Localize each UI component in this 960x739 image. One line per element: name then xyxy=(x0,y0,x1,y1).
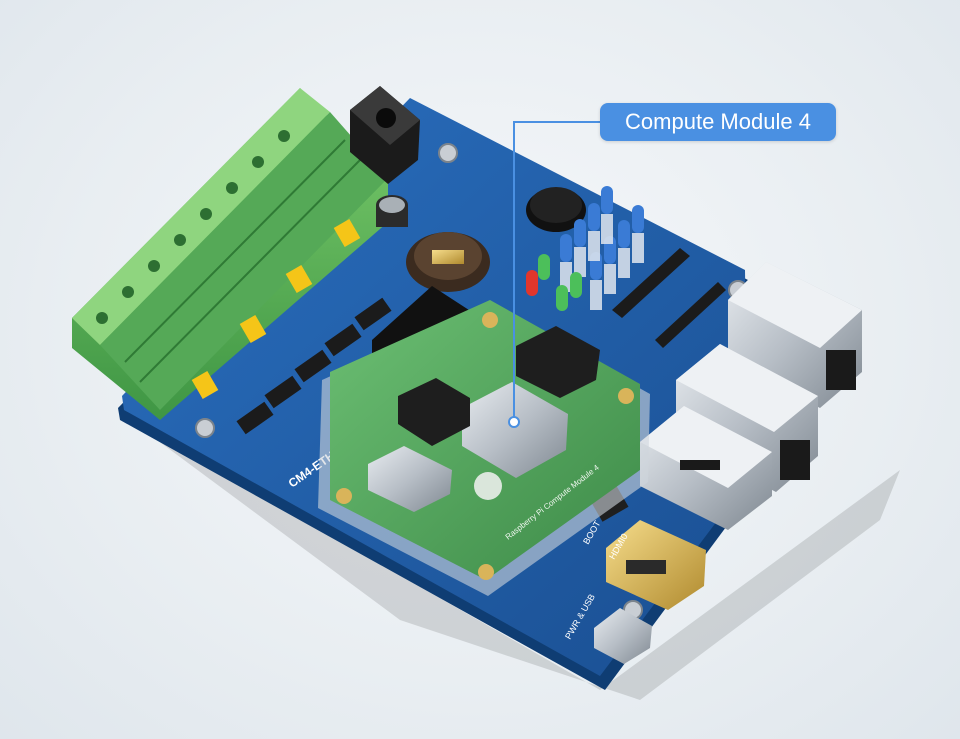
usb-c-port xyxy=(594,608,652,664)
ethernet-ports xyxy=(676,262,862,492)
termination-jumpers xyxy=(191,218,361,400)
raspberry-logo xyxy=(474,472,502,500)
callout-label: Compute Module 4 xyxy=(600,103,836,141)
soc-heat-spreader xyxy=(462,382,568,478)
usb-ports xyxy=(640,406,772,530)
emmc-chip xyxy=(398,378,470,446)
electrolytic-capacitor xyxy=(376,195,408,227)
hdmi-port xyxy=(606,520,706,610)
ram-chip xyxy=(516,326,600,398)
dc-power-jack xyxy=(350,86,420,184)
camera-connectors xyxy=(612,248,726,348)
board-shadow xyxy=(130,420,900,700)
rtc-battery-holder xyxy=(406,232,490,292)
wifi-module xyxy=(368,446,452,512)
led-array xyxy=(526,186,644,311)
callout-pointer xyxy=(508,121,600,428)
terminal-block xyxy=(72,88,388,420)
buzzer xyxy=(526,187,586,232)
rs485-chips xyxy=(236,297,392,435)
